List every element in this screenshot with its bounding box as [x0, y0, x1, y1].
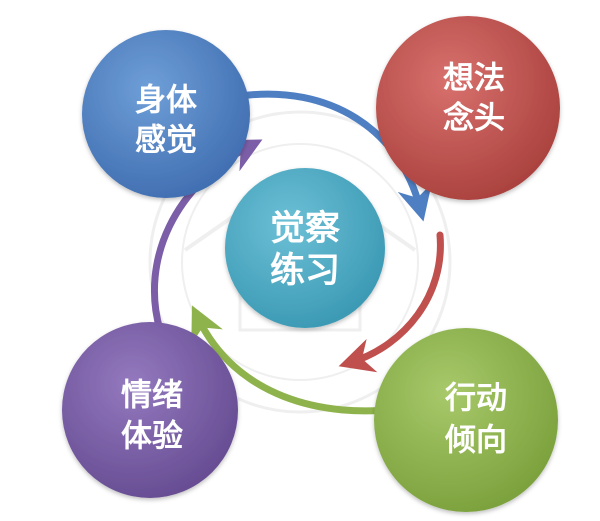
- node-action-tendency: [374, 328, 558, 512]
- arrow-body-to-thought: [236, 90, 432, 222]
- center-node-circle: [225, 168, 385, 328]
- node-thought: [376, 16, 560, 200]
- node-emotion-circle: [62, 322, 238, 498]
- node-emotion-label-1: 情绪: [121, 378, 183, 414]
- node-thought-label-1: 想法: [443, 61, 505, 97]
- node-emotion-label-2: 体验: [121, 419, 183, 455]
- node-thought-circle: [376, 16, 560, 200]
- node-body-sensation-circle: [82, 30, 250, 198]
- node-action-tendency-circle: [374, 328, 558, 512]
- node-emotion: [62, 322, 238, 498]
- center-label-2: 练习: [270, 251, 340, 291]
- center-label-1: 觉察: [270, 209, 340, 249]
- node-body-sensation-label-2: 感觉: [135, 123, 197, 159]
- center-node: [225, 168, 385, 328]
- node-body-sensation: [82, 30, 250, 198]
- node-action-tendency-label-2: 倾向: [444, 423, 507, 459]
- node-thought-label-2: 念头: [443, 101, 505, 137]
- arrow-thought-to-action: [338, 231, 444, 373]
- arrow-action-to-emotion: [191, 305, 409, 415]
- node-action-tendency-label-1: 行动: [444, 381, 507, 417]
- node-body-sensation-label-1: 身体: [135, 83, 197, 119]
